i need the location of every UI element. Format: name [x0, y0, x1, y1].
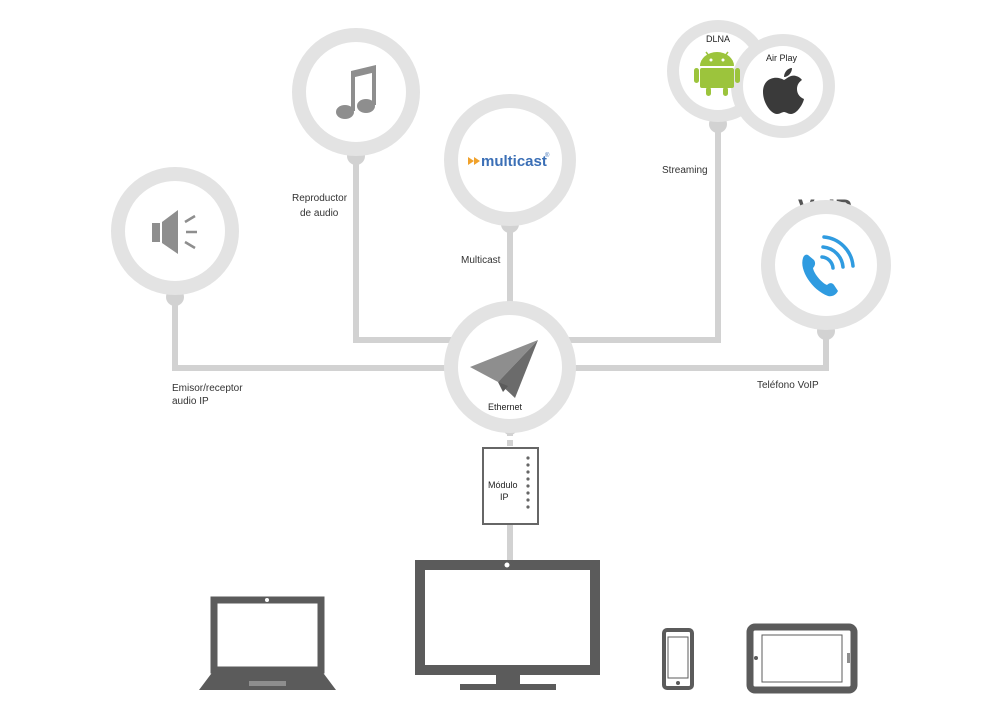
multicast-logo-text: multicast — [481, 153, 547, 170]
music-note-icon — [336, 65, 376, 119]
voip-label: Teléfono VoIP — [757, 380, 819, 391]
node-emisor: Emisor/receptor audio IP — [111, 167, 243, 407]
node-streaming: DLNA Air Play Streaming — [662, 20, 835, 176]
reproductor-label-line1: Reproductor — [292, 193, 348, 204]
node-hub: Ethernet — [444, 301, 576, 433]
emisor-label-line2: audio IP — [172, 396, 209, 407]
multicast-logo: multicast ® — [468, 152, 550, 170]
line-streaming — [565, 122, 721, 343]
module-label-line1: Módulo — [488, 480, 518, 490]
paper-plane-icon — [470, 340, 538, 398]
multicast-logo-mark: ® — [545, 152, 550, 159]
monitor-icon — [415, 560, 600, 690]
node-voip: VoIP Teléfono VoIP — [757, 195, 891, 391]
reproductor-label-line2: de audio — [300, 208, 339, 219]
android-icon — [694, 51, 740, 96]
line-reproductor — [353, 156, 455, 343]
smartphone-icon — [662, 628, 694, 690]
phone-icon — [802, 235, 855, 297]
hub-label: Ethernet — [488, 402, 523, 412]
airplay-label: Air Play — [766, 53, 798, 63]
laptop-icon — [199, 596, 336, 690]
line-voip — [570, 330, 829, 371]
devices-row — [199, 560, 858, 694]
module-ip-box: Módulo IP — [482, 447, 539, 525]
line-emisor — [172, 297, 450, 371]
module-label-line2: IP — [500, 492, 509, 502]
node-reproductor: Reproductor de audio — [292, 28, 420, 219]
dlna-label: DLNA — [706, 34, 730, 44]
emisor-label-line1: Emisor/receptor — [172, 383, 243, 394]
node-multicast: multicast ® Multicast — [444, 94, 576, 266]
module-led-dots — [526, 456, 530, 509]
streaming-label: Streaming — [662, 165, 708, 176]
speaker-icon — [152, 210, 197, 254]
apple-icon — [763, 68, 804, 114]
multicast-label: Multicast — [461, 255, 501, 266]
tablet-icon — [746, 623, 858, 694]
